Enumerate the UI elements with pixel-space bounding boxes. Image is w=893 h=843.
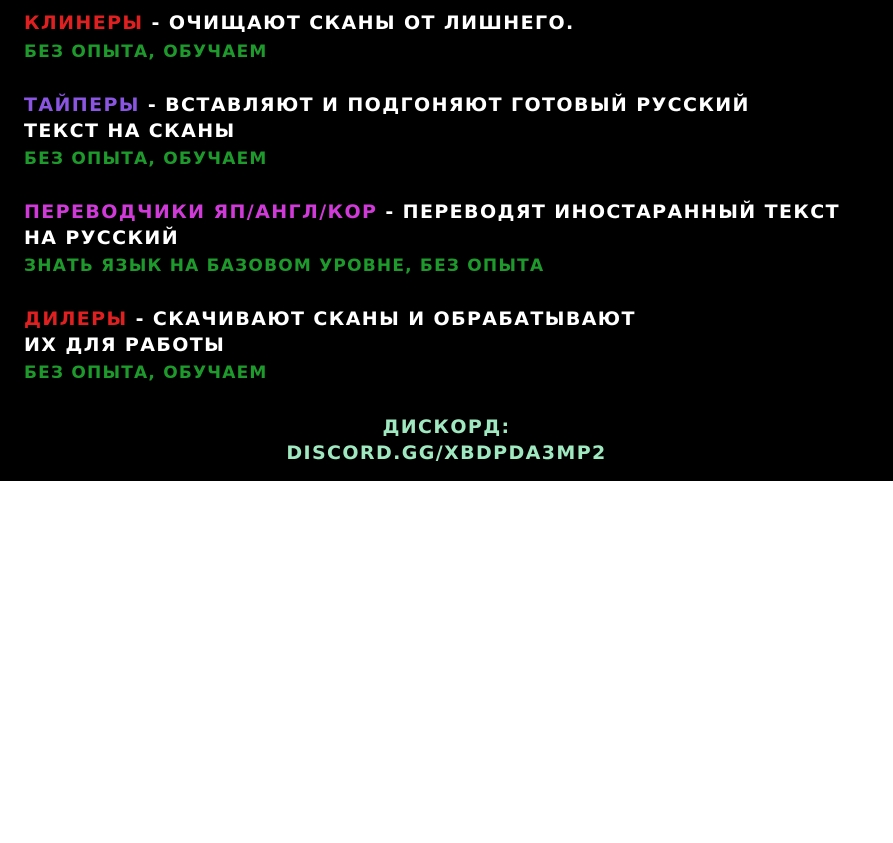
translators-note: знать язык на базовом уровне, без опыта — [24, 256, 545, 276]
dealers-description-line-2: их для работы — [24, 334, 226, 356]
typers-note: без опыта, обучаем — [24, 149, 268, 169]
dealers-note: без опыта, обучаем — [24, 363, 268, 383]
translators-description: - переводят иностаранный текст — [377, 201, 840, 223]
discord-label: дискорд: — [382, 416, 511, 438]
dealers-description: - скачивают сканы и обрабатывают — [127, 308, 636, 330]
role-dealers: дилеры — [24, 308, 128, 330]
cleaners-description: - очищают сканы от лишнего. — [143, 12, 575, 34]
role-translators: переводчики яп/англ/кор — [24, 201, 378, 223]
translators-description-line-2: на русский — [24, 227, 180, 249]
cleaners-description-line-1: клинеры - очищают сканы от лишнего. — [24, 10, 575, 36]
typers-description-line-2: текст на сканы — [24, 120, 236, 142]
cleaners-note: без опыта, обучаем — [24, 42, 268, 62]
typers-description: - вставляют и подгоняют готовый русский — [139, 94, 750, 116]
dealers-description-line-1: дилеры - скачивают сканы и обрабатывают — [24, 306, 636, 332]
role-cleaners: клинеры — [24, 12, 144, 34]
translators-description-line-1: переводчики яп/англ/кор - переводят инос… — [24, 199, 840, 225]
recruitment-banner: клинеры - очищают сканы от лишнего. без … — [0, 0, 893, 481]
discord-link[interactable]: discord.gg/xbdpda3mp2 — [286, 442, 607, 464]
role-typers: тайперы — [24, 94, 140, 116]
typers-description-line-1: тайперы - вставляют и подгоняют готовый … — [24, 92, 750, 118]
